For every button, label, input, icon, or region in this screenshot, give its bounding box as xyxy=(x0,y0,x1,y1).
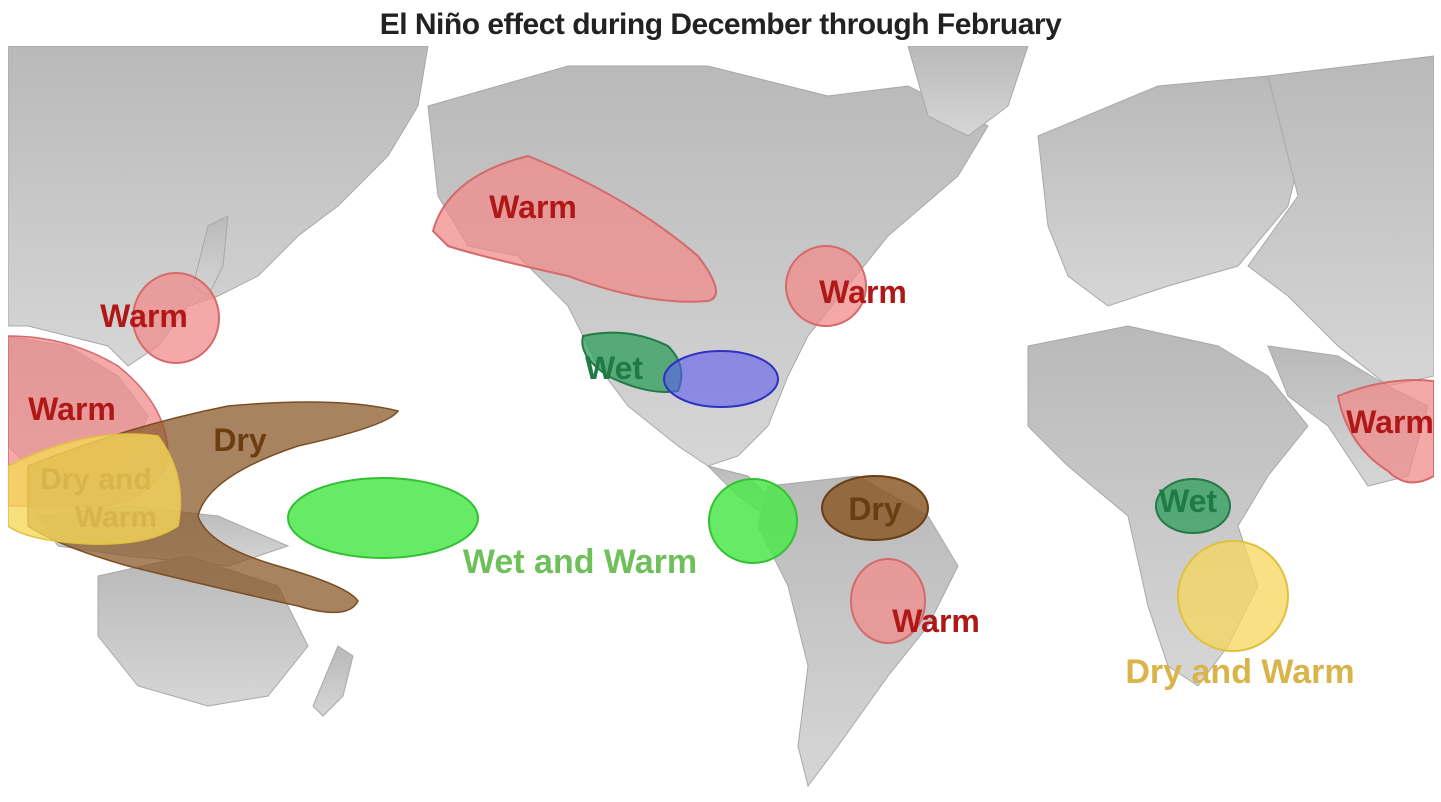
label-wet-warm-pacific: Wet and Warm xyxy=(463,543,697,581)
region-dry-warm-southern-africa xyxy=(1177,540,1289,652)
land-north-america xyxy=(427,65,989,467)
label-warm-east-canada: Warm xyxy=(819,274,907,310)
label-dry-brazil: Dry xyxy=(848,491,902,527)
region-wet-east-africa xyxy=(1155,478,1231,534)
region-warm-east-canada xyxy=(785,245,867,327)
map-canvas: Warm Warm Warm Warm Dry Dry and Warm Wet… xyxy=(8,46,1434,788)
world-map: Warm Warm Warm Warm Dry Dry and Warm Wet… xyxy=(8,46,1434,794)
region-warm-india-ocean xyxy=(1336,379,1434,484)
label-dry-warm-australia: Dry and Warm xyxy=(40,463,160,534)
label-dry-warm-southern-africa: Dry and Warm xyxy=(1125,653,1354,691)
region-warm-japan xyxy=(132,272,220,364)
region-dry-warm-australia xyxy=(8,433,182,545)
label-warm-india-ocean: Warm xyxy=(1346,404,1434,440)
land-new-zealand xyxy=(312,645,354,717)
region-wet-warm-ecuador xyxy=(708,478,798,564)
region-labels: Warm Warm Warm Warm Dry Dry and Warm Wet… xyxy=(28,189,1434,691)
label-wet-us: Wet xyxy=(585,350,643,386)
label-dry-warm-australia-line1: Dry and xyxy=(40,463,152,496)
region-dry-brazil xyxy=(821,475,929,541)
region-warm-alaska xyxy=(431,154,717,303)
land-japan xyxy=(192,215,229,297)
label-warm-south-america: Warm xyxy=(892,603,980,639)
label-wet-east-africa: Wet xyxy=(1159,483,1217,519)
label-warm-se-asia: Warm xyxy=(28,391,116,427)
climate-regions xyxy=(8,154,1434,652)
label-dry-warm-australia-line2: Warm xyxy=(75,501,157,534)
land-greenland xyxy=(907,46,1029,137)
region-warm-south-america xyxy=(850,558,926,644)
land-europe xyxy=(1037,75,1309,307)
label-warm-alaska: Warm xyxy=(489,189,577,225)
land-south-america xyxy=(757,475,959,788)
map-title: El Niño effect during December through F… xyxy=(379,8,1062,41)
label-dry-indonesia: Dry xyxy=(213,422,267,458)
region-wet-warm-pacific xyxy=(287,477,479,559)
label-warm-japan: Warm xyxy=(100,298,188,334)
region-wet-southeast-us xyxy=(663,350,779,408)
land-asia-west xyxy=(1247,55,1434,387)
